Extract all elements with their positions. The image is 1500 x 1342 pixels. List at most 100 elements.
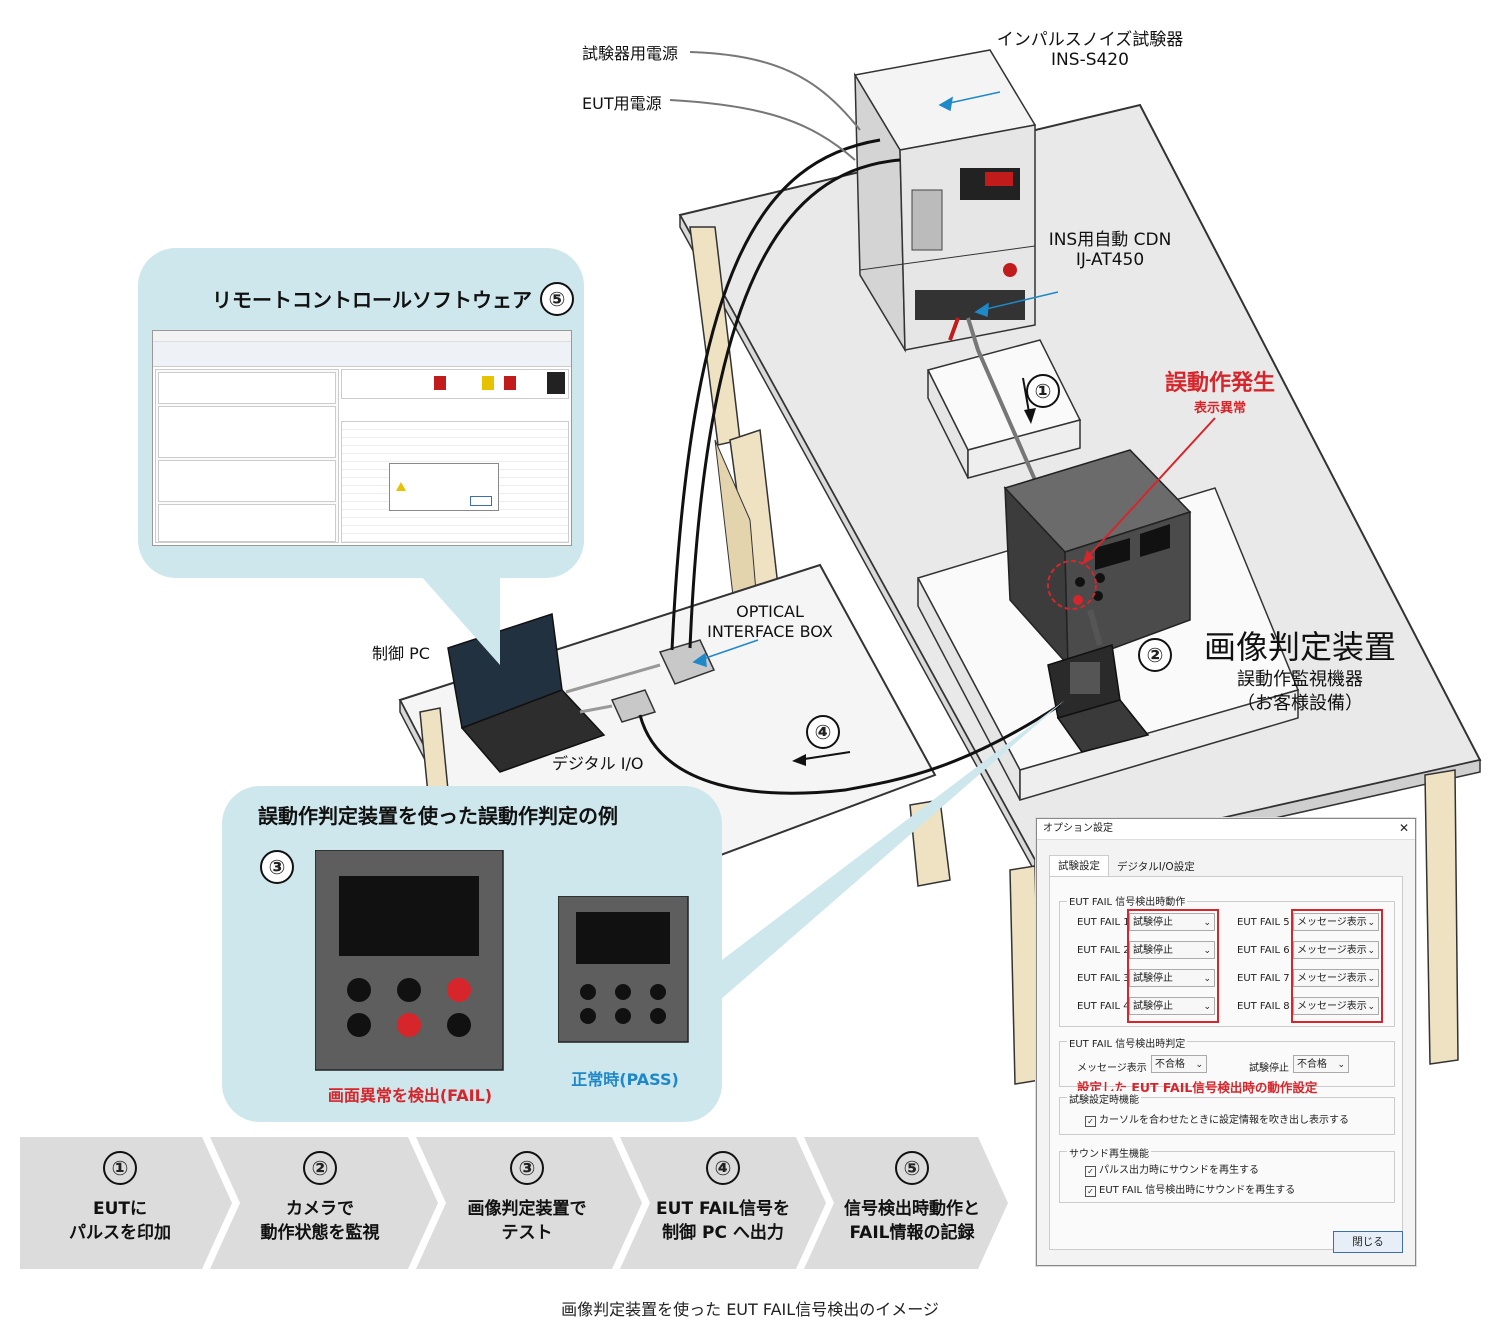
step-3-line1: 画像判定装置で <box>467 1199 587 1219</box>
process-chevrons <box>20 1137 1008 1269</box>
fail-1-select[interactable]: 試験停止⌄ <box>1129 913 1215 931</box>
tester-label: インパルスノイズ試験器 INS-S420 <box>960 30 1220 70</box>
fail-action-group <box>1059 901 1395 1027</box>
judge-subtitle-2: （お客様設備） <box>1237 693 1363 714</box>
pass-panel <box>558 896 689 1043</box>
chevron-down-icon: ⌄ <box>1203 918 1211 928</box>
tester-model: INS-S420 <box>1051 50 1129 70</box>
step-5-line1: 信号検出時動作と <box>844 1199 980 1219</box>
close-icon[interactable]: ✕ <box>1398 821 1409 835</box>
chevron-down-icon: ⌄ <box>1203 974 1211 984</box>
setting-func-group <box>1059 1097 1395 1135</box>
step-4-line2: 制御 PC へ出力 <box>662 1223 784 1243</box>
option-dialog: オプション設定 ✕ 試験設定 デジタルI/O設定 EUT FAIL 信号検出時動… <box>1036 818 1416 1266</box>
chevron-down-icon: ⌄ <box>1367 918 1375 928</box>
pass-label: 正常時(PASS) <box>571 1070 679 1089</box>
judge-title: 画像判定装置 <box>1203 628 1396 666</box>
msg-display-value: 不合格 <box>1155 1059 1185 1070</box>
fail-8-label: EUT FAIL 8 <box>1237 1001 1290 1012</box>
right-highlight-box <box>1291 909 1383 1023</box>
cdn-model: IJ-AT450 <box>1075 250 1145 270</box>
fail-5-value: メッセージ表示 <box>1297 917 1367 928</box>
process-step-2: ② カメラで動作状態を監視 <box>220 1137 420 1269</box>
fail-7-value: メッセージ表示 <box>1297 973 1367 984</box>
tooltip-checkbox[interactable]: ✓カーソルを合わせたときに設定情報を吹き出し表示する <box>1085 1111 1349 1127</box>
chevron-down-icon: ⌄ <box>1203 1002 1211 1012</box>
test-stop-select[interactable]: 不合格 ⌄ <box>1293 1055 1349 1073</box>
pulse-sound-checkbox[interactable]: ✓パルス出力時にサウンドを再生する <box>1085 1161 1259 1177</box>
fail-3-label: EUT FAIL 3 <box>1077 973 1130 984</box>
optical-box-label: OPTICAL INTERFACE BOX <box>707 602 833 641</box>
sound-group-label: サウンド再生機能 <box>1067 1145 1151 1160</box>
fail-3-value: 試験停止 <box>1133 973 1173 984</box>
fail-2-select[interactable]: 試験停止 ⌄ <box>1129 941 1215 959</box>
fail-1-label: EUT FAIL 1 <box>1077 917 1130 928</box>
chevron-down-icon: ⌄ <box>1367 1002 1375 1012</box>
fail-4-value: 試験停止 <box>1133 1001 1173 1012</box>
chevron-down-icon: ⌄ <box>1367 974 1375 984</box>
digital-io-label: デジタル I/O <box>552 754 644 773</box>
fail-2-value: 試験停止 <box>1133 945 1173 956</box>
step-4-num: ④ <box>706 1151 740 1185</box>
fail-judge-group <box>1059 1041 1395 1087</box>
msg-display-select[interactable]: 不合格 ⌄ <box>1151 1055 1207 1073</box>
chevron-down-icon: ⌄ <box>1203 946 1211 956</box>
fail-8-select[interactable]: メッセージ表示⌄ <box>1293 997 1379 1015</box>
process-step-4: ④ EUT FAIL信号を制御 PC へ出力 <box>630 1137 816 1269</box>
eut-power-label: EUT用電源 <box>582 94 662 113</box>
judge-subtitle-1: 誤動作監視機器 <box>1237 669 1363 690</box>
setting-func-group-label: 試験設定時機能 <box>1067 1091 1141 1106</box>
tab-digital-io-settings[interactable]: デジタルI/O設定 <box>1117 861 1195 873</box>
step-1-num: ① <box>103 1151 137 1185</box>
chevron-down-icon: ⌄ <box>1337 1060 1345 1070</box>
step-3-num: ③ <box>510 1151 544 1185</box>
bubble-tail-example <box>720 700 1065 1000</box>
step-1-line1: EUTに <box>92 1199 147 1219</box>
control-pc-label: 制御 PC <box>372 644 430 663</box>
digital-io-box <box>610 689 657 723</box>
check-icon: ✓ <box>1085 1166 1096 1177</box>
fail-6-select[interactable]: メッセージ表示⌄ <box>1293 941 1379 959</box>
marker-1: ① <box>1026 374 1060 408</box>
fail-label: 画面異常を検出(FAIL) <box>327 1086 493 1105</box>
fail-sound-checkbox[interactable]: ✓EUT FAIL 信号検出時にサウンドを再生する <box>1085 1181 1295 1197</box>
dialog-close-button[interactable]: 閉じる <box>1333 1231 1403 1253</box>
fail-2-label: EUT FAIL 2 <box>1077 945 1130 956</box>
fail-8-value: メッセージ表示 <box>1297 1001 1367 1012</box>
fail-7-label: EUT FAIL 7 <box>1237 973 1290 984</box>
eut-device <box>1003 449 1192 668</box>
test-stop-label: 試験停止 <box>1249 1063 1289 1074</box>
fault-subtitle: 表示異常 <box>1193 401 1246 416</box>
fault-label: 誤動作発生 表示異常 <box>1120 365 1320 416</box>
tab-test-settings[interactable]: 試験設定 <box>1049 855 1109 876</box>
msg-display-label: メッセージ表示 <box>1077 1063 1147 1074</box>
optical-interface-box <box>658 639 716 685</box>
test-stop-value: 不合格 <box>1297 1059 1327 1070</box>
fail-sound-label: EUT FAIL 信号検出時にサウンドを再生する <box>1099 1185 1296 1196</box>
chevron-down-icon: ⌄ <box>1195 1060 1203 1070</box>
fail-5-select[interactable]: メッセージ表示⌄ <box>1293 913 1379 931</box>
figure-caption: 画像判定装置を使った EUT FAIL信号検出のイメージ <box>561 1300 939 1319</box>
tester-name: インパルスノイズ試験器 <box>996 30 1184 50</box>
process-step-1: ① EUTにパルスを印加 <box>20 1137 220 1269</box>
step-2-line2: 動作状態を監視 <box>260 1223 380 1243</box>
example-bubble-num: ③ <box>260 850 294 884</box>
step-2-num: ② <box>303 1151 337 1185</box>
chevron-down-icon: ⌄ <box>1367 946 1375 956</box>
fail-7-select[interactable]: メッセージ表示⌄ <box>1293 969 1379 987</box>
step-2-line1: カメラで <box>286 1199 354 1219</box>
fail-5-label: EUT FAIL 5 <box>1237 917 1290 928</box>
fail-4-label: EUT FAIL 4 <box>1077 1001 1130 1012</box>
fail-panel <box>315 850 504 1071</box>
fail-4-select[interactable]: 試験停止 ⌄ <box>1129 997 1215 1015</box>
sound-group <box>1059 1151 1395 1203</box>
marker-2: ② <box>1138 638 1172 672</box>
fail-6-value: メッセージ表示 <box>1297 945 1367 956</box>
software-bubble-num: ⑤ <box>540 282 574 316</box>
fail-3-select[interactable]: 試験停止 ⌄ <box>1129 969 1215 987</box>
software-bubble-title: リモートコントロールソフトウェア <box>212 288 532 312</box>
step-1-line2: パルスを印加 <box>69 1223 171 1243</box>
marker-4: ④ <box>806 715 840 749</box>
impulse-noise-tester <box>853 49 1037 353</box>
